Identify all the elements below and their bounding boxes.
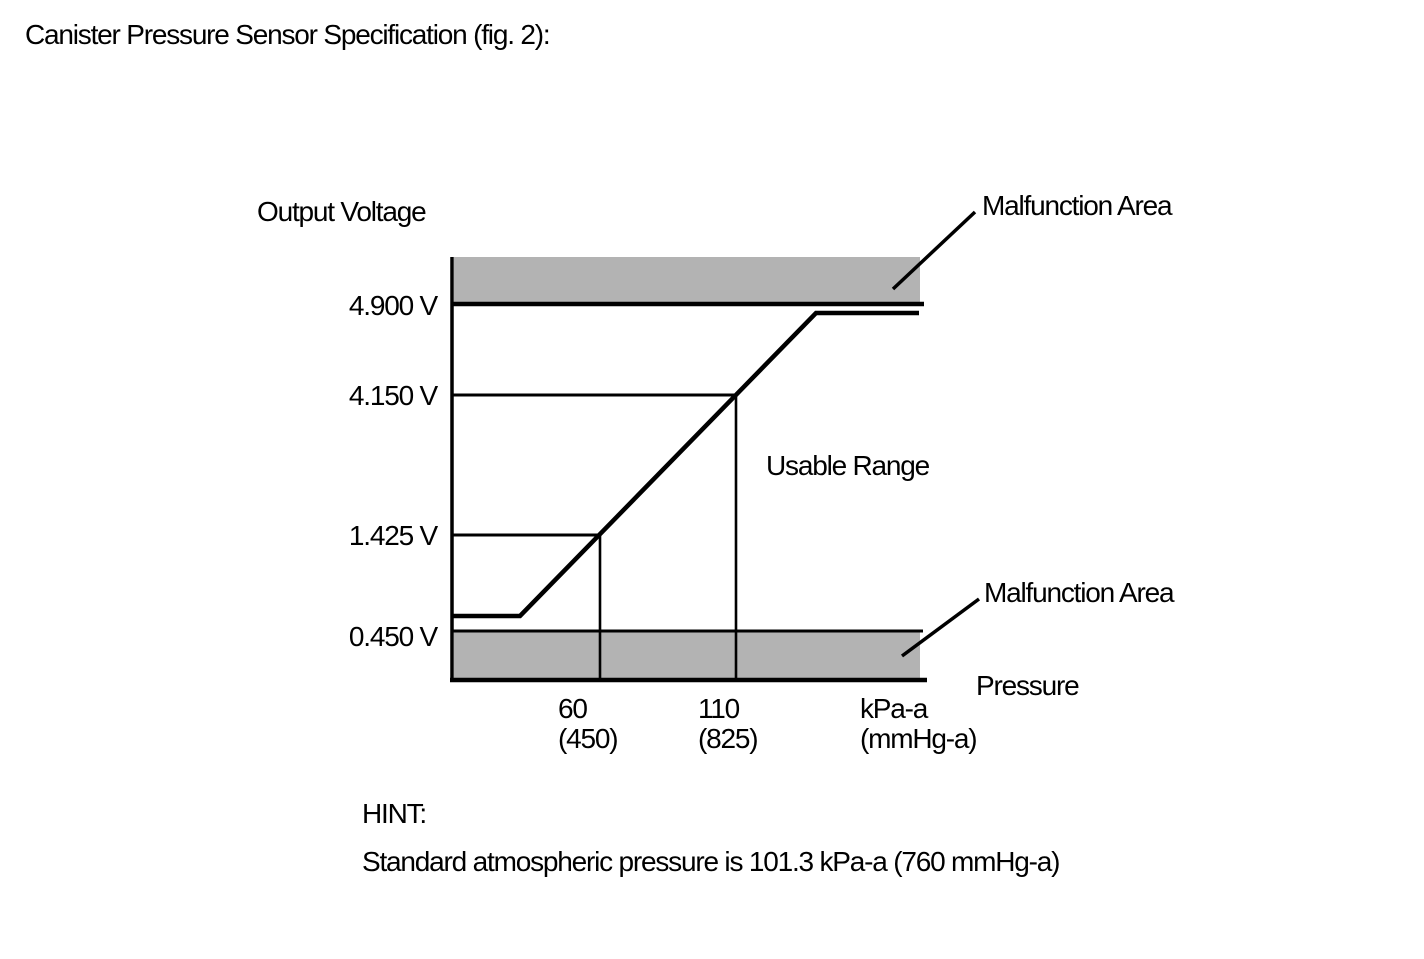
x-axis-units-mmhg: (mmHg-a) <box>860 723 978 754</box>
sensor-output-curve <box>452 310 919 619</box>
y-tick-4150: 4.150 V <box>348 380 438 411</box>
x-tick-110-kpa: 110 <box>698 693 740 724</box>
x-axis-units: kPa-a (mmHg-a) <box>860 693 978 754</box>
leader-line-bottom <box>900 597 981 658</box>
usable-range-label: Usable Range <box>766 450 930 481</box>
malfunction-area-label-bottom: Malfunction Area <box>984 577 1175 608</box>
x-tick-60: 60 (450) <box>558 693 619 754</box>
hint-text: Standard atmospheric pressure is 101.3 k… <box>362 846 1060 877</box>
y-tick-1425: 1.425 V <box>348 520 438 551</box>
x-axis-title: Pressure <box>976 670 1080 701</box>
y-axis-title: Output Voltage <box>257 196 427 227</box>
figure-title: Canister Pressure Sensor Specification (… <box>25 19 551 50</box>
x-tick-110: 110 (825) <box>698 693 759 754</box>
malfunction-band-top <box>454 257 920 304</box>
y-tick-4900: 4.900 V <box>348 290 438 321</box>
x-tick-110-mmhg: (825) <box>698 723 759 754</box>
y-tick-0450: 0.450 V <box>348 621 438 652</box>
leader-line-top <box>891 210 977 291</box>
malfunction-band-bottom <box>454 631 920 680</box>
x-tick-60-kpa: 60 <box>558 693 588 724</box>
malfunction-area-label-top: Malfunction Area <box>982 190 1173 221</box>
x-tick-60-mmhg: (450) <box>558 723 619 754</box>
hint-heading: HINT: <box>362 798 427 829</box>
x-axis-units-kpa: kPa-a <box>860 693 928 724</box>
